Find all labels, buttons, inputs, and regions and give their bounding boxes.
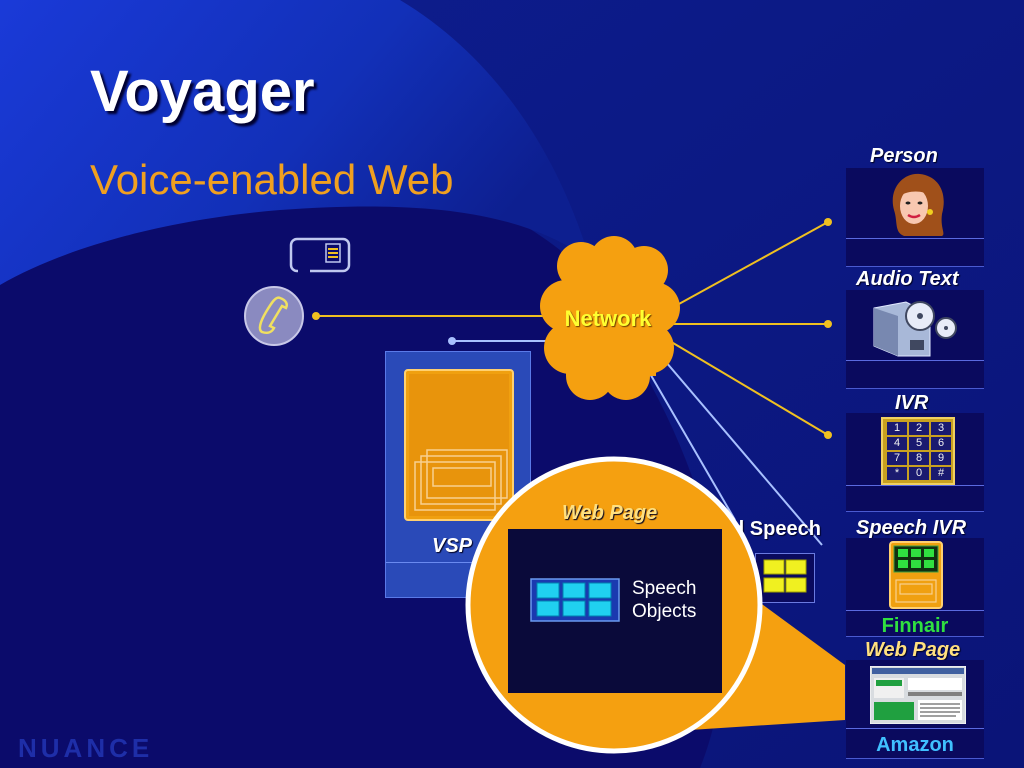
vsp-label: VSP <box>432 535 473 557</box>
web-page-caption: Amazon <box>876 734 954 756</box>
speech-ivr-label: Speech IVR <box>856 517 967 539</box>
vsp-divider <box>386 562 530 563</box>
web-page-panel: Amazon <box>846 660 984 759</box>
keypad-key: 4 <box>887 437 907 450</box>
connector-dot <box>824 320 832 328</box>
telephone-icon <box>244 286 304 346</box>
audio-text-label: Audio Text <box>856 268 959 290</box>
person-label: Person <box>870 145 938 167</box>
connector-dot <box>824 431 832 439</box>
connector-network-speech-ivr <box>659 354 823 546</box>
keypad-key: 6 <box>931 437 951 450</box>
fax-icon <box>289 237 351 273</box>
speech-objects-icon <box>763 559 807 593</box>
tape-recorder-icon <box>873 301 957 357</box>
speech-ivr-caption: Finnair <box>881 615 949 637</box>
background-swoosh-highlight <box>0 0 590 285</box>
speech-ivr-panel: Finnair <box>846 538 984 637</box>
speech-kiosk-icon <box>889 541 943 609</box>
slide-title: Voyager <box>90 59 315 124</box>
partial-speech-label: d Speech <box>732 518 821 540</box>
network-label: Network <box>564 306 652 331</box>
speech-objects-label-line1: Speech <box>632 578 697 599</box>
keypad-key: 0 <box>909 467 929 480</box>
audio-text-panel <box>846 290 984 389</box>
connector-network-person <box>667 221 829 311</box>
panel-divider <box>846 238 984 239</box>
connector-network-webpage <box>644 364 736 521</box>
panel-divider <box>846 728 984 729</box>
person-panel <box>846 168 984 267</box>
connector-dot <box>312 312 320 320</box>
keypad-key: 3 <box>931 422 951 435</box>
ivr-label: IVR <box>895 392 929 414</box>
keypad-key: # <box>931 467 951 480</box>
keypad-key: 8 <box>909 452 929 465</box>
browser-screenshot-icon <box>870 666 966 724</box>
connector-dot <box>824 218 832 226</box>
zoom-web-page-label: Web Page <box>562 502 658 524</box>
server-document-icon <box>404 369 514 521</box>
speech-objects-partial <box>755 553 815 603</box>
slide-subtitle: Voice-enabled Web <box>90 156 454 203</box>
woman-face-icon <box>892 173 944 236</box>
keypad-key: 1 <box>887 422 907 435</box>
keypad-key: 2 <box>909 422 929 435</box>
keypad-key: 7 <box>887 452 907 465</box>
panel-divider <box>846 485 984 486</box>
speech-objects-grid-icon <box>530 578 620 622</box>
network-cloud <box>540 236 680 400</box>
keypad-key: 9 <box>931 452 951 465</box>
web-page-label: Web Page <box>865 639 961 661</box>
connector-dot <box>448 337 456 345</box>
nuance-logo: NUANCE <box>18 733 154 763</box>
panel-divider <box>846 610 984 611</box>
keypad-key: * <box>887 467 907 480</box>
connector-network-ivr <box>667 339 829 436</box>
speech-objects-label-line2: Objects <box>632 601 697 622</box>
keypad-key: 5 <box>909 437 929 450</box>
panel-divider <box>846 360 984 361</box>
